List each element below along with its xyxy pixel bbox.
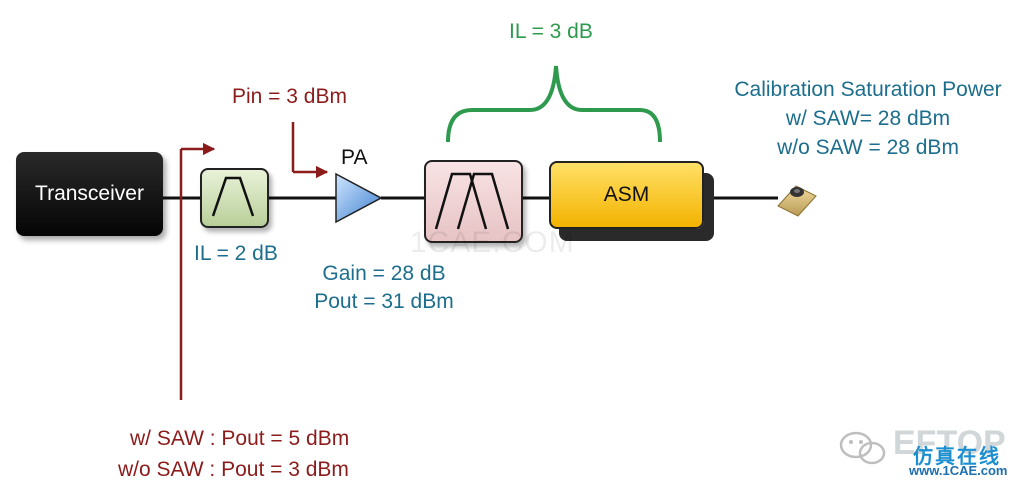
wechat-icon (839, 431, 886, 465)
calibration-without-saw: w/o SAW = 28 dBm (777, 136, 959, 159)
pout-with-saw-label: w/ SAW : Pout = 5 dBm (130, 427, 350, 450)
watermark-text: 1CAE.COM (410, 226, 575, 259)
pin-label: Pin = 3 dBm (232, 85, 347, 108)
asm-label: ASM (603, 183, 650, 206)
eftop-logo: EFTOP (893, 424, 1006, 462)
pout-without-saw-label: w/o SAW : Pout = 3 dBm (118, 458, 349, 481)
rf-connector-icon (777, 185, 817, 217)
asm-block: ASM (549, 161, 704, 229)
pout-label: Pout = 31 dBm (314, 290, 454, 313)
site-logo-cn: 仿真在线 (913, 446, 1001, 468)
calibration-title: Calibration Saturation Power (734, 78, 1002, 101)
il-group-brace (446, 65, 662, 143)
calibration-with-saw: w/ SAW= 28 dBm (785, 107, 951, 130)
bandpass-filter-block (200, 168, 269, 228)
filter1-il-label: IL = 2 dB (194, 242, 278, 265)
site-url: www.1CAE.com (909, 463, 1008, 478)
pa-triangle (335, 172, 383, 224)
transceiver-block: Transceiver (16, 152, 163, 236)
gain-label: Gain = 28 dB (322, 262, 446, 285)
il-group-label: IL = 3 dB (509, 20, 593, 43)
pa-label: PA (341, 146, 368, 169)
transceiver-label: Transceiver (35, 182, 144, 205)
